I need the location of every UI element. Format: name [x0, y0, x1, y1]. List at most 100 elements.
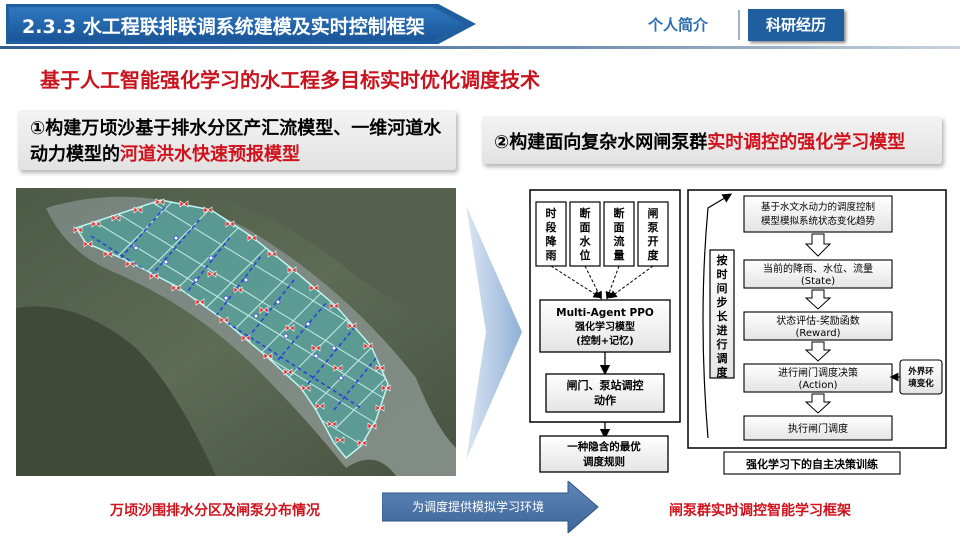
pump-marker: [331, 345, 337, 351]
action-line-2: 动作: [594, 393, 616, 407]
gate-marker: [315, 402, 325, 410]
gate-marker: [171, 284, 181, 292]
input-boxes: [535, 201, 669, 267]
section-subtitle: 基于人工智能强化学习的水工程多目标实时优化调度技术: [40, 68, 540, 92]
point-one-black: ①构建万顷沙基于排水分区产汇流模型、一维河道水动力模型的: [30, 118, 442, 165]
gate-marker: [311, 344, 321, 352]
map-caption: 万顷沙围排水分区及闸泵分布情况: [110, 503, 320, 519]
gate-marker: [233, 286, 243, 294]
gate-marker: [381, 384, 391, 392]
pump-marker: [223, 295, 229, 301]
gate-marker: [335, 436, 345, 444]
rl-steps: [743, 195, 893, 441]
gate-marker: [125, 260, 135, 268]
gate-marker: [111, 214, 121, 222]
step-5-line-1: 执行闸门调度: [788, 422, 848, 435]
gate-marker: [195, 298, 205, 306]
drainage-zone-satellite-map: [16, 188, 456, 476]
input-label-level: 断面水位: [580, 206, 592, 262]
external-line-1: 外界环: [907, 366, 934, 377]
page-title: 2.3.3 水工程联排联调系统建模及实时控制框架: [22, 16, 425, 38]
time-step-label: 按时间步长进行调度: [716, 253, 729, 379]
nav-tab-research[interactable]: 科研经历: [748, 9, 844, 41]
step-down-arrows: [804, 233, 832, 414]
gate-marker: [301, 384, 311, 392]
point-two-panel: ②构建面向复杂水网闸泵群实时调控的强化学习模型: [482, 116, 942, 164]
gate-marker: [333, 364, 343, 372]
flow-chevron: [466, 205, 522, 460]
ppo-note: (控制+记忆): [576, 334, 634, 347]
gate-marker: [283, 368, 293, 376]
ppo-model-box: [539, 299, 671, 353]
gate-marker: [263, 352, 273, 360]
step-box-state: [743, 259, 893, 289]
pump-marker: [173, 235, 179, 241]
gate-marker: [219, 316, 229, 324]
gate-marker: [285, 324, 295, 332]
pump-marker: [208, 255, 214, 261]
gate-marker: [83, 240, 93, 248]
gate-marker: [203, 206, 213, 214]
gate-marker: [133, 206, 143, 214]
rule-line-1: 一种隐含的最优: [567, 440, 641, 453]
step-box-execute: [743, 415, 893, 441]
rl-footer-label: 强化学习下的自主决策训练: [746, 457, 878, 471]
gate-marker: [103, 250, 113, 258]
pump-marker: [338, 375, 344, 381]
environment-arrow-label: 为调度提供模拟学习环境: [411, 500, 544, 514]
input-label-rain: 时段降雨: [546, 206, 558, 262]
ppo-subtitle: 强化学习模型: [575, 320, 635, 333]
input-box-gate: [637, 201, 669, 267]
gate-marker: [207, 270, 217, 278]
nav-separator: [738, 10, 740, 40]
environment-arrow: [382, 481, 599, 533]
gate-marker: [241, 334, 251, 342]
step-2-line-1: 当前的降雨、水位、流量: [763, 262, 873, 275]
pump-marker: [163, 259, 169, 265]
gate-marker: [247, 234, 257, 242]
step-2-line-2: (State): [801, 276, 835, 287]
step-1-line-1: 基于水文水动力的调度控制: [761, 201, 875, 213]
gate-marker: [363, 342, 373, 350]
input-connectors: [550, 265, 654, 300]
gate-marker: [149, 272, 159, 280]
point-two-text: ②构建面向复杂水网闸泵群实时调控的强化学习模型: [494, 128, 905, 154]
pump-marker: [275, 299, 281, 305]
point-one-highlight: 河道洪水快速预报模型: [120, 144, 300, 165]
gate-marker: [367, 422, 377, 430]
pump-marker: [313, 353, 319, 359]
gate-marker: [73, 226, 83, 234]
gate-marker: [155, 198, 165, 206]
step-box-reward: [743, 311, 893, 341]
step-3-line-2: (Reward): [795, 328, 840, 339]
title-banner: [9, 7, 464, 41]
point-one-panel: ①构建万顷沙基于排水分区产汇流模型、一维河道水动力模型的河道洪水快速预报模型: [18, 110, 456, 170]
pump-marker: [305, 321, 311, 327]
step-3-line-1: 状态评估-奖励函数: [776, 314, 860, 327]
pump-marker: [253, 313, 259, 319]
pump-marker: [193, 277, 199, 283]
gate-marker: [357, 439, 367, 447]
point-two-highlight: 实时调控的强化学习模型: [707, 132, 906, 153]
point-two-black: ②构建面向复杂水网闸泵群: [494, 132, 708, 153]
header-divider: [0, 46, 960, 49]
map-land-ne: [196, 188, 456, 328]
time-step-box: [709, 249, 735, 379]
gate-pump-action-box: [545, 373, 665, 413]
input-box-rain: [535, 201, 567, 267]
input-box-level: [569, 201, 601, 267]
rl-framework-diagram: 时段降雨 断面水位 断面流量 闸泵开度 Multi-Agent PPO 强化学习…: [529, 189, 947, 475]
rule-line-2: 调度规则: [583, 455, 625, 468]
map-gate-markers: [73, 198, 391, 447]
nav-tab-intro[interactable]: 个人简介: [647, 16, 708, 34]
gate-marker: [329, 302, 339, 310]
step-1-line-2: 模型模拟系统状态变化趋势: [761, 215, 876, 227]
gate-marker: [267, 250, 277, 258]
pump-marker: [133, 245, 139, 251]
gate-marker: [91, 220, 101, 228]
action-line-1: 闸门、泵站调控: [567, 378, 644, 392]
input-label-flow: 断面流量: [614, 206, 625, 262]
input-label-gate: 闸泵开度: [648, 206, 660, 262]
cycle-arrow: [702, 193, 733, 439]
gate-marker: [259, 306, 269, 314]
